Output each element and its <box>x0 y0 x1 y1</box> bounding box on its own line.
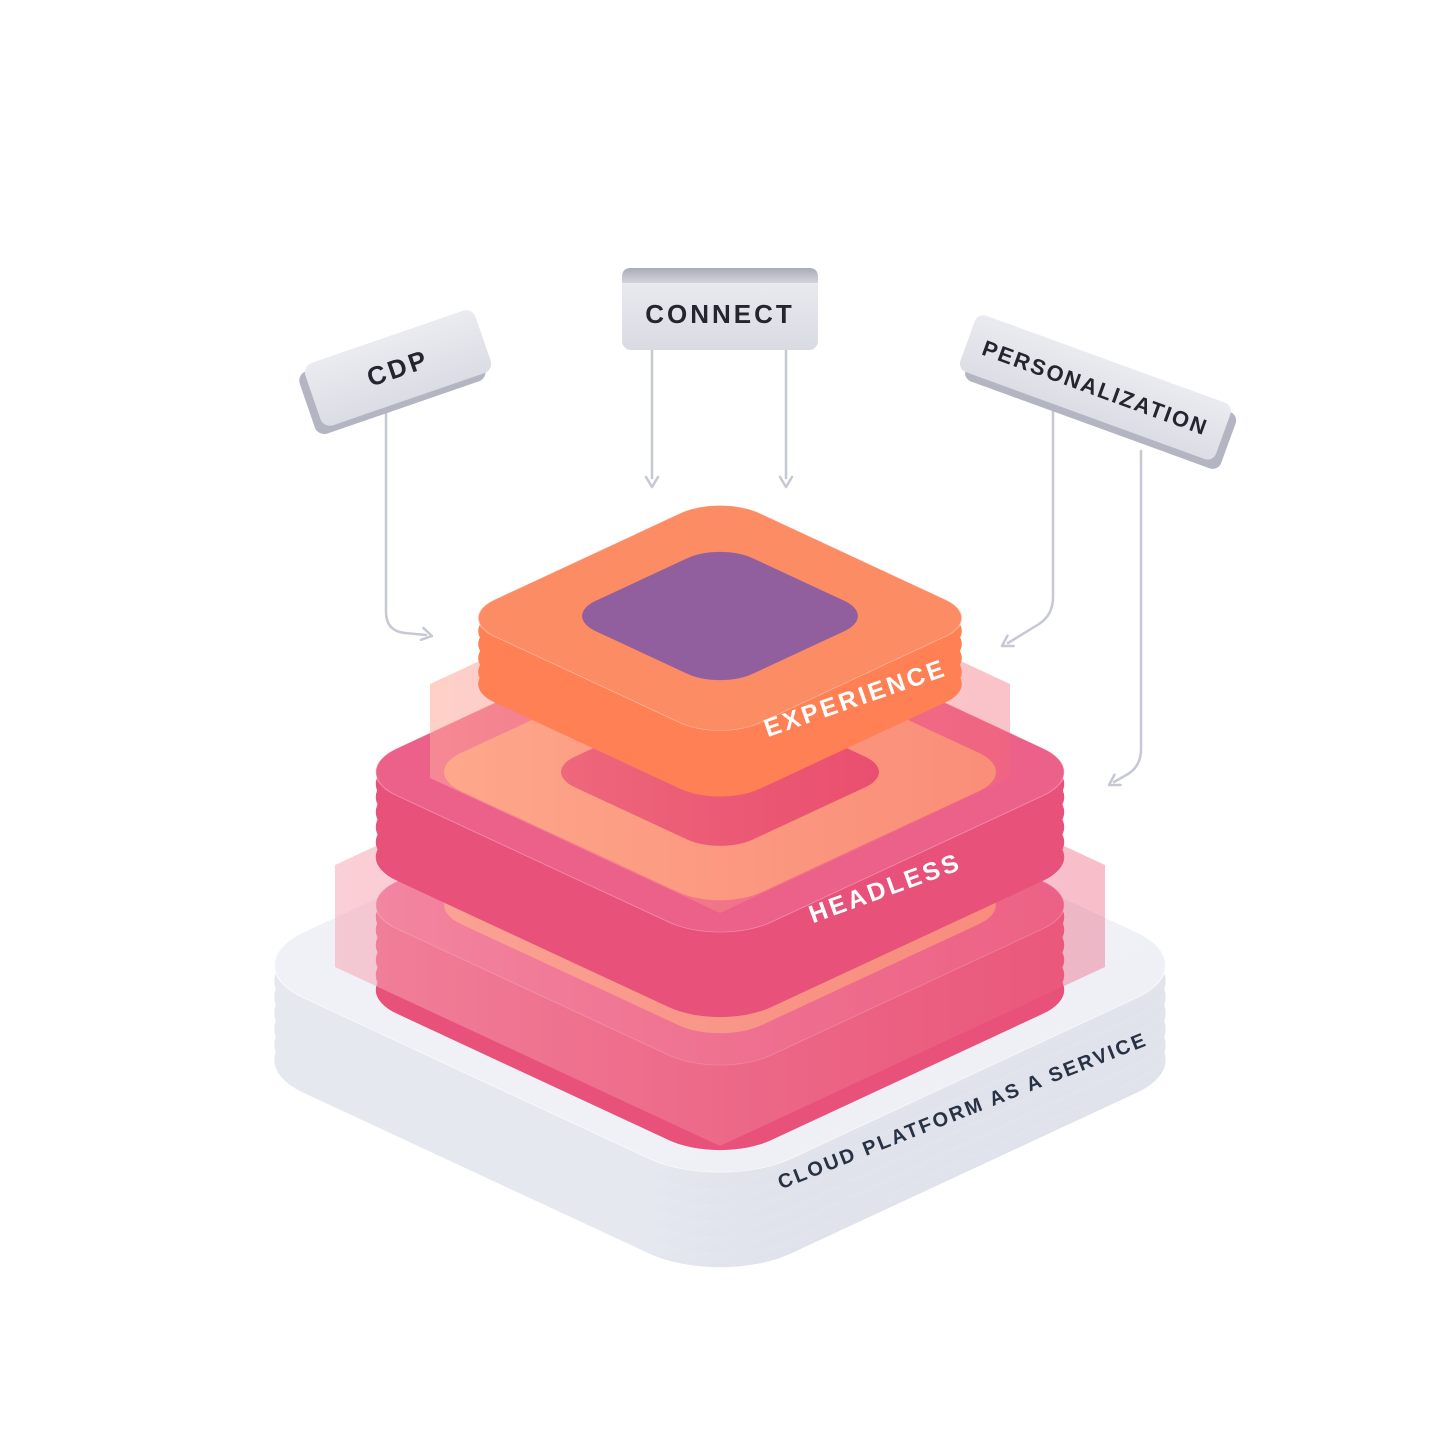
connect-sign-label: CONNECT <box>645 299 795 329</box>
personalization-sign: PERSONALIZATION <box>959 315 1237 469</box>
headless-layer: HEADLESS <box>345 597 1095 1031</box>
cdp-arrow-line <box>384 403 428 637</box>
connect-sign: CONNECT <box>622 268 818 350</box>
cdp-sign-face <box>304 310 492 426</box>
connect-sign-top-edge <box>622 268 818 283</box>
personalization-arrow-left-line <box>1006 407 1055 645</box>
connect-sign-face <box>622 268 818 350</box>
personalization-arrow-left-head <box>997 634 1015 653</box>
personalization-arrow-right-line <box>1112 449 1143 784</box>
cdp-sign: CDP <box>299 310 492 435</box>
connector-arrows <box>384 348 1143 792</box>
personalization-sign-face <box>959 315 1231 460</box>
